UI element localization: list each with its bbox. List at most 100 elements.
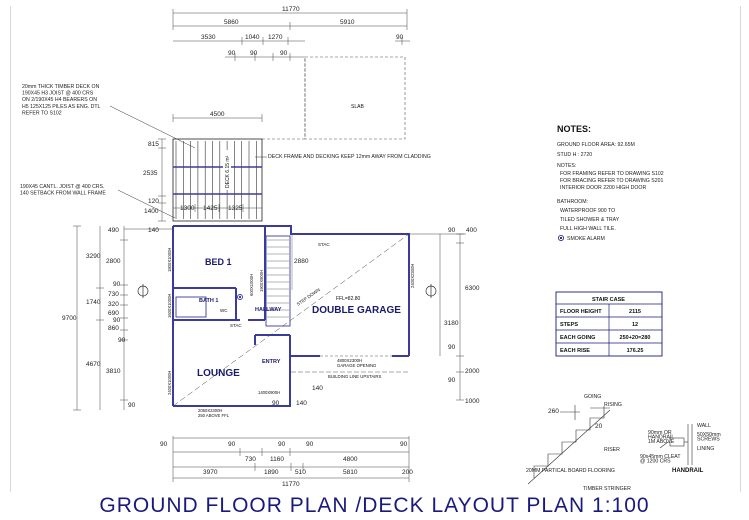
stac-label-1: STAC [318, 242, 330, 247]
stair-row-label: EACH RISE [560, 348, 590, 354]
dim-bot-overall: 11770 [282, 481, 300, 488]
stair-row-value: 176.25 [627, 348, 644, 354]
dim-right-a: 90 [448, 227, 456, 234]
notes-sub-heading: NOTES: [557, 163, 576, 169]
dim-bot-90-b: 90 [228, 441, 236, 448]
interior-thin-walls [175, 235, 291, 327]
notes-heading: NOTES: [557, 124, 591, 134]
left-dimensions [73, 225, 173, 411]
dim-left-o: 90 [128, 402, 136, 409]
dim-left-i: 3810 [106, 368, 121, 375]
stair-row-label: EACH GOING [560, 335, 595, 341]
dim-left-a: 3290 [86, 253, 101, 260]
window-bath: 600X1000H [249, 274, 254, 296]
dim-left-d: 320 [108, 301, 119, 308]
ffl-label: FFL=82.80 [336, 296, 361, 302]
handrail-title: HANDRAIL [672, 468, 704, 474]
dim-bot-c: 510 [295, 469, 306, 476]
dim-top-overall: 11770 [282, 6, 300, 13]
window-garage-right: 2400X2300H [410, 264, 415, 288]
dim-top-90-d: 90 [280, 50, 288, 57]
dim-right-b: 400 [466, 227, 477, 234]
dim-bot-90-c: 90 [278, 441, 286, 448]
slab-label: SLAB [351, 104, 364, 110]
wc-label: WC [220, 308, 228, 313]
room-entry: ENTRY [262, 359, 281, 365]
dim-bot-h: 4800 [343, 456, 358, 463]
deck-frame-note: DECK FRAME AND DECKING KEEP 12mm AWAY FR… [268, 154, 431, 160]
bathroom-item-1: WATERPROOF 900 TO [560, 208, 615, 214]
top-dimensions [172, 9, 410, 122]
right-dimensions [409, 233, 466, 401]
slab-outline [304, 56, 406, 140]
bathroom-item-3: FULL HIGH WALL TILE. [560, 226, 616, 232]
handrail-wall-label: WALL [697, 423, 711, 429]
stair-flooring-note: 20MM PARTICAL BOARD FLOORING [526, 468, 615, 474]
room-hallway: HALLWAY [255, 307, 282, 313]
dim-left-g: 860 [108, 325, 119, 332]
dim-right-g: 90 [448, 377, 456, 384]
notes-item-1: FOR FRAMING REFER TO DRAWING S102 [560, 171, 664, 177]
dim-entry-c: 90 [272, 400, 280, 407]
dim-top-90-b: 90 [228, 50, 236, 57]
deck [172, 138, 263, 222]
dim-bot-a: 3970 [203, 469, 218, 476]
dim-top-c: 1270 [268, 34, 283, 41]
dim-bot-90-a: 90 [160, 441, 168, 448]
dim-left-b: 2800 [106, 258, 121, 265]
cantilever-note: 190X45 CANTL. JOIST @ 400 CRS.140 SETBAC… [20, 184, 106, 197]
deck-area-label: DECK 6.15 m² [225, 155, 231, 188]
dim-deck-side-d: 1400 [144, 208, 159, 215]
dim-garage-height: 2880 [294, 258, 309, 265]
stair-row-value: 2115 [629, 309, 641, 315]
stac-label-2: STAC [230, 323, 242, 328]
dim-left-h: 4670 [86, 361, 101, 368]
stair-riser-label: RISER [604, 447, 620, 453]
dim-entry-a: 140 [312, 385, 323, 392]
smoke-alarm-legend-icon [558, 234, 565, 241]
stair-going-label: GOING [584, 394, 601, 400]
dim-bot-d: 5810 [343, 469, 358, 476]
stair-table [555, 291, 663, 357]
dim-left-m: 90 [113, 317, 121, 324]
stair-row-value: 250+20=280 [620, 335, 651, 341]
dim-top-90-a: 90 [396, 34, 404, 41]
dim-deck-width: 4500 [210, 111, 225, 118]
bathroom-item-2: TILED SHOWER & TRAY [560, 217, 620, 223]
bathroom-heading: BATHROOM: [557, 199, 588, 205]
dim-right-f: 2000 [465, 368, 480, 375]
window-bed-a: 1800X1000H [167, 248, 172, 272]
dim-right-c: 6300 [465, 285, 480, 292]
window-bed-b: 1600X1000H [167, 294, 172, 318]
section-marker-right [425, 284, 437, 298]
dim-bot-b: 1890 [264, 469, 279, 476]
stair-row-label: STEPS [560, 322, 578, 328]
room-double-garage: DOUBLE GARAGE [312, 305, 401, 316]
dim-left-j: 490 [108, 227, 119, 234]
handrail-lining-label: LINING [697, 446, 714, 452]
notes-item-2: FOR BRACING REFER TO DRAWING S201 [560, 178, 663, 184]
stair-stringer-label: TIMBER STRINGER [583, 486, 631, 492]
stair-detail [527, 405, 611, 485]
dim-left-c: 1740 [86, 299, 101, 306]
dim-deck-bot-a: 1300 [180, 205, 195, 212]
stair-row-value: 12 [632, 322, 638, 328]
smoke-alarm-legend: SMOKE ALARM [567, 236, 605, 242]
notes-area: GROUND FLOOR AREA: 92.65M [557, 142, 635, 148]
room-bath1: BATH 1 [199, 298, 218, 304]
dim-top-90-c: 90 [250, 50, 258, 57]
drawing-title: GROUND FLOOR PLAN /DECK LAYOUT PLAN 1:10… [99, 494, 650, 517]
window-lounge-side: 2400X1000H [167, 371, 172, 395]
stair-table-title: STAIR CASE [592, 297, 625, 303]
dim-entry-b: 140 [296, 400, 307, 407]
dim-bot-f: 730 [245, 456, 256, 463]
dim-bot-e: 200 [402, 469, 413, 476]
dim-right-h: 1000 [465, 398, 480, 405]
garage-diagonal [172, 233, 410, 407]
